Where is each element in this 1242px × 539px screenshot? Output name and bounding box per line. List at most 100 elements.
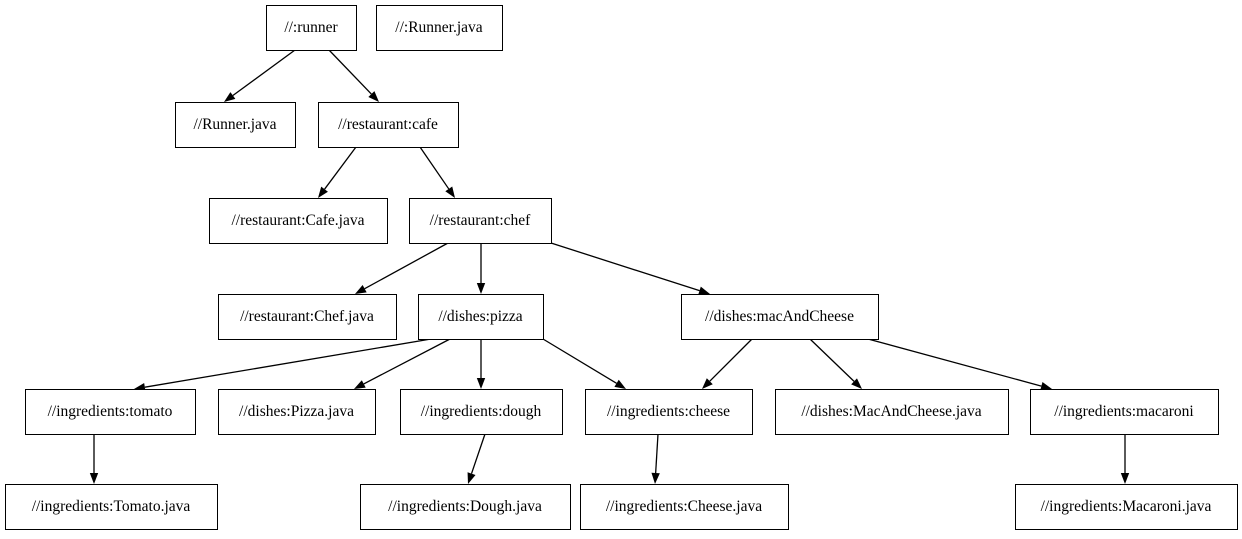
graph-node-cafe_java[interactable]: //restaurant:Cafe.java [208, 197, 389, 245]
node-box[interactable] [375, 4, 504, 52]
graph-edge [419, 146, 455, 198]
node-label: //Runner.java [193, 116, 276, 133]
node-label: //ingredients:macaroni [1054, 403, 1194, 420]
node-label: //restaurant:Chef.java [240, 308, 374, 325]
node-box[interactable] [1029, 388, 1220, 436]
node-box[interactable] [774, 388, 1010, 436]
node-label: //restaurant:chef [430, 212, 532, 229]
graph-node-tomato_java[interactable]: //ingredients:Tomato.java [4, 483, 219, 531]
node-label: //ingredients:Dough.java [388, 498, 542, 515]
graph-edge [550, 242, 710, 295]
graph-edge [542, 338, 626, 389]
graph-node-ing_tomato[interactable]: //ingredients:tomato [24, 388, 197, 436]
edge-arrowhead-icon [224, 92, 236, 102]
edge-arrowhead-icon [467, 472, 476, 484]
graph-edge [354, 338, 451, 389]
edge-line [324, 146, 357, 190]
edge-arrowhead-icon [445, 186, 455, 198]
edge-line [655, 433, 659, 474]
graph-edge [328, 49, 379, 102]
graph-edge [476, 339, 486, 389]
graph-node-restaurant_chef[interactable]: //restaurant:chef [408, 197, 553, 245]
edge-line [419, 146, 450, 190]
node-box[interactable] [584, 388, 754, 436]
graph-node-macaroni_java[interactable]: //ingredients:Macaroni.java [1014, 483, 1239, 531]
node-box[interactable] [1014, 483, 1239, 531]
graph-node-runner_java[interactable]: //Runner.java [174, 101, 297, 149]
graph-node-ing_cheese[interactable]: //ingredients:cheese [584, 388, 754, 436]
graph-edge [467, 433, 486, 484]
graph-node-restaurant_cafe[interactable]: //restaurant:cafe [317, 101, 460, 149]
nodes-layer: //:runner //:Runner.java //Runner.java //re… [4, 4, 1239, 531]
edge-arrowhead-icon [89, 473, 99, 484]
node-label: //:runner [284, 19, 338, 36]
node-label: //ingredients:dough [421, 403, 542, 420]
graph-node-cheese_java[interactable]: //ingredients:Cheese.java [579, 483, 790, 531]
node-box[interactable] [417, 293, 545, 341]
edges-layer [89, 49, 1130, 484]
graph-node-dough_java[interactable]: //ingredients:Dough.java [359, 483, 572, 531]
graph-edge [134, 338, 432, 392]
node-label: //dishes:macAndCheese [705, 308, 854, 325]
node-box[interactable] [579, 483, 790, 531]
node-label: //ingredients:Cheese.java [606, 498, 762, 515]
node-box[interactable] [359, 483, 572, 531]
edge-line [709, 338, 753, 382]
node-box[interactable] [4, 483, 219, 531]
edge-line [363, 338, 451, 385]
edge-line [470, 433, 486, 474]
node-box[interactable] [24, 388, 197, 436]
edge-arrowhead-icon [1120, 473, 1130, 484]
node-label: //ingredients:Macaroni.java [1041, 498, 1212, 515]
node-label: //dishes:MacAndCheese.java [801, 403, 981, 420]
edge-arrowhead-icon [368, 91, 379, 102]
edge-line [867, 338, 1042, 387]
node-box[interactable] [399, 388, 564, 436]
edge-line [232, 49, 296, 97]
graph-node-dishes_mac[interactable]: //dishes:macAndCheese [680, 293, 880, 341]
node-box[interactable] [317, 101, 460, 149]
node-box[interactable] [217, 388, 377, 436]
edge-line [328, 49, 372, 95]
graph-node-chef_java[interactable]: //restaurant:Chef.java [217, 293, 398, 341]
node-box[interactable] [174, 101, 297, 149]
node-box[interactable] [208, 197, 389, 245]
node-label: //ingredients:tomato [48, 403, 173, 420]
node-box[interactable] [408, 197, 553, 245]
graph-edge [224, 49, 296, 102]
graph-node-runner[interactable]: //:runner [265, 4, 358, 52]
graph-node-root_runner_java[interactable]: //:Runner.java [375, 4, 504, 52]
edge-arrowhead-icon [651, 472, 660, 484]
node-label: //dishes:Pizza.java [239, 403, 354, 420]
edge-arrowhead-icon [702, 378, 713, 389]
edge-line [809, 338, 855, 382]
node-box[interactable] [217, 293, 398, 341]
edge-line [550, 242, 700, 292]
graph-edge [476, 243, 486, 294]
graph-node-ing_macaroni[interactable]: //ingredients:macaroni [1029, 388, 1220, 436]
graph-node-dishes_pizza[interactable]: //dishes:pizza [417, 293, 545, 341]
edge-line [364, 242, 449, 290]
graph-edge [318, 146, 357, 198]
edge-arrowhead-icon [1040, 382, 1052, 391]
edge-line [144, 338, 432, 388]
graph-node-mac_java[interactable]: //dishes:MacAndCheese.java [774, 388, 1010, 436]
edge-arrowhead-icon [354, 380, 366, 389]
edge-arrowhead-icon [851, 378, 862, 389]
graph-edge [867, 338, 1052, 391]
edge-line [542, 338, 617, 384]
graph-edge [89, 434, 99, 484]
node-label: //restaurant:Cafe.java [232, 212, 365, 229]
graph-node-ing_dough[interactable]: //ingredients:dough [399, 388, 564, 436]
node-box[interactable] [680, 293, 880, 341]
node-label: //ingredients:cheese [607, 403, 730, 420]
edge-arrowhead-icon [476, 378, 486, 389]
graph-node-pizza_java[interactable]: //dishes:Pizza.java [217, 388, 377, 436]
node-box[interactable] [265, 4, 358, 52]
edge-arrowhead-icon [698, 286, 710, 295]
node-label: //:Runner.java [395, 19, 483, 36]
graph-edge [651, 433, 660, 484]
graph-edge [809, 338, 862, 389]
